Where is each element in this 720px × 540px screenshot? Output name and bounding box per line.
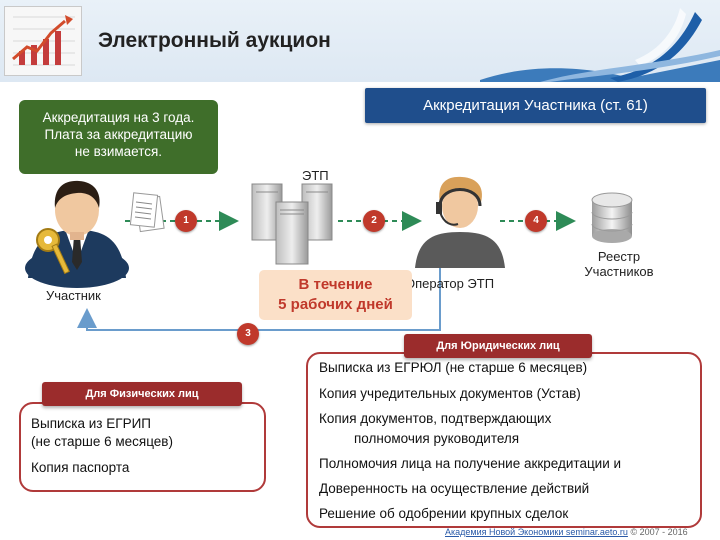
participant-label: Участник — [46, 288, 101, 303]
legal-entities-item: полномочия руководителя — [354, 431, 520, 446]
etp-label: ЭТП — [302, 168, 329, 183]
operator-headset-icon — [415, 176, 505, 268]
etp-servers-icon — [251, 183, 333, 265]
legal-entities-item: Доверенность на осуществление действий — [319, 481, 590, 496]
individuals-item: Копия паспорта — [31, 460, 130, 475]
legal-entities-item: Копия учредительных документов (Устав) — [319, 386, 581, 401]
growth-chart-logo-icon — [4, 6, 82, 76]
individuals-title: Для Физических лиц — [42, 382, 242, 406]
header-bar — [0, 0, 720, 82]
step-4-badge: 4 — [525, 210, 547, 232]
accreditation-note-line2: Плата за аккредитацию — [44, 127, 193, 142]
legal-entities-item: Копия документов, подтверждающих — [319, 411, 552, 426]
registry-label-line1: Реестр — [597, 249, 641, 264]
footer-copyright: © 2007 - 2016 — [630, 527, 688, 537]
accreditation-note: Аккредитация на 3 года. Плата за аккреди… — [19, 100, 218, 174]
document-icon — [129, 192, 165, 233]
operator-label: Оператор ЭТП — [405, 276, 495, 291]
step-1-badge: 1 — [175, 210, 197, 232]
footer: Академия Новой Экономики seminar.aeto.ru… — [445, 527, 688, 537]
time-limit-line1: В течение — [298, 276, 373, 293]
legal-entities-item: Решение об одобрении крупных сделок — [319, 506, 569, 521]
footer-link[interactable]: Академия Новой Экономики seminar.aeto.ru — [445, 527, 628, 537]
legal-entities-item: Полномочия лица на получение аккредитаци… — [319, 456, 622, 471]
individuals-frame — [19, 402, 266, 492]
registry-label: Реестр Участников — [576, 249, 662, 279]
legal-entities-title: Для Юридических лиц — [404, 334, 592, 358]
legal-entities-item: Выписка из ЕГРЮЛ (не старше 6 месяцев) — [319, 360, 588, 375]
time-limit-line2: 5 рабочих дней — [278, 296, 393, 313]
individuals-item: (не старше 6 месяцев) — [31, 434, 173, 449]
key-icon — [36, 228, 70, 275]
registry-label-line2: Участников — [584, 264, 654, 279]
step-2-badge: 2 — [363, 210, 385, 232]
decorative-swoosh-icon — [480, 8, 720, 82]
arrow-step-3 — [77, 262, 441, 331]
time-limit-note: В течение 5 рабочих дней — [259, 270, 412, 320]
individuals-item: Выписка из ЕГРИП — [31, 416, 151, 431]
page-title: Электронный аукцион — [98, 29, 331, 52]
accreditation-note-line1: Аккредитация на 3 года. — [42, 110, 195, 125]
accreditation-note-line3: не взимается. — [74, 144, 163, 159]
step-3-badge: 3 — [237, 323, 259, 345]
registry-database-icon — [591, 192, 633, 243]
accreditation-title: Аккредитация Участника (ст. 61) — [365, 88, 706, 123]
